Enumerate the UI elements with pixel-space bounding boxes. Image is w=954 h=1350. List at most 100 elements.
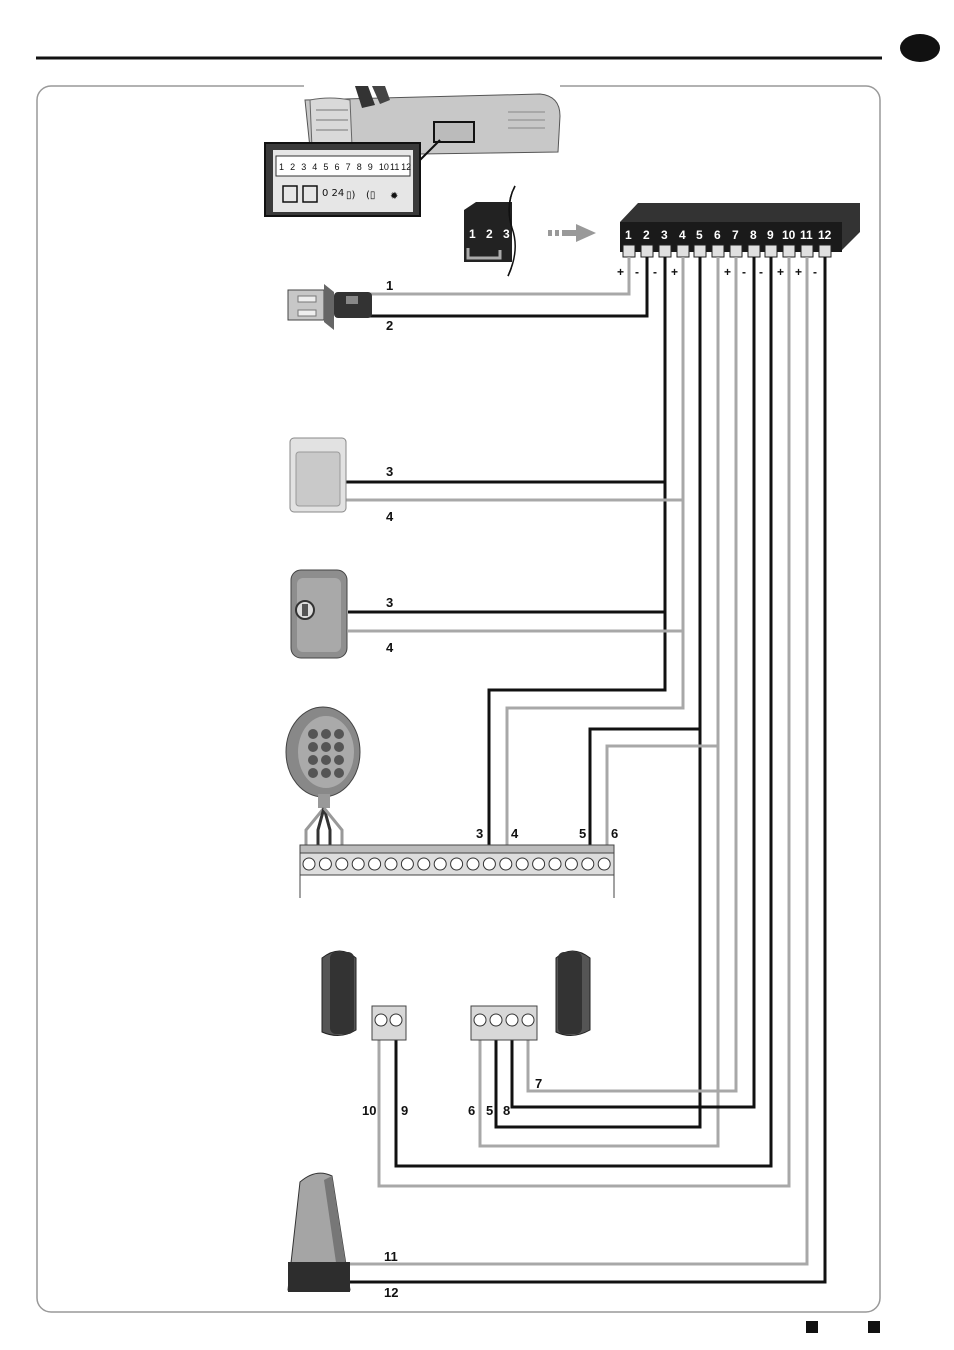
photocell-rx-terminal (471, 1006, 537, 1040)
motor-terminal-number: 6 (335, 162, 340, 172)
wire-label: 8 (503, 1103, 510, 1118)
motor-terminal-number: 5 (323, 162, 328, 172)
antenna-device (288, 284, 372, 330)
connector-plug: 1 2 3 (464, 186, 532, 280)
block-terminal-number: 8 (750, 228, 757, 242)
wire (496, 257, 700, 1127)
photocell-rx-icon: (▯ (366, 190, 375, 201)
strip-screw (418, 858, 430, 870)
terminal-screw (765, 245, 777, 257)
polarity-mark: - (635, 265, 639, 279)
motor-terminal-number: 7 (346, 162, 351, 172)
plug-number: 1 (469, 227, 476, 241)
terminal-screw (641, 245, 653, 257)
keypad-key (334, 742, 344, 752)
polarity-mark: - (742, 265, 746, 279)
keypad-key (321, 768, 331, 778)
keypad-key (334, 768, 344, 778)
wire-label: 11 (384, 1249, 398, 1264)
motor-terminal-number: 11 (390, 162, 399, 172)
terminal-screw (694, 245, 706, 257)
polarity-mark: + (617, 265, 624, 279)
wire-label: 6 (611, 826, 618, 841)
plug-number: 3 (503, 227, 510, 241)
polarity-mark: + (671, 265, 678, 279)
block-terminal-number: 10 (782, 228, 796, 242)
receiver-terminal-strip (300, 845, 614, 898)
wire (489, 257, 665, 846)
keypad-key (321, 729, 331, 739)
polarity-mark: + (777, 265, 784, 279)
wire-label: 2 (386, 318, 393, 333)
keypad-key (321, 742, 331, 752)
wires (346, 257, 825, 1282)
photocell-tx-terminal (372, 1006, 406, 1040)
terminal-screw (748, 245, 760, 257)
page-badge (900, 34, 940, 62)
photocell-transmitter (322, 951, 356, 1036)
motor-terminal-number: 9 (368, 162, 373, 172)
block-terminal-number: 11 (800, 228, 813, 242)
block-terminal-number: 1 (625, 228, 632, 242)
wire-label: 3 (386, 595, 393, 610)
strip-screw (467, 858, 479, 870)
wire (379, 257, 789, 1186)
strip-screw (369, 858, 381, 870)
wire-label: 7 (535, 1076, 542, 1091)
wire-label: 5 (486, 1103, 493, 1118)
terminal-screw (712, 245, 724, 257)
wire-label: 12 (384, 1285, 398, 1300)
strip-screw (598, 858, 610, 870)
terminal-screw (801, 245, 813, 257)
wire (507, 257, 683, 846)
motor-terminal-number: 8 (357, 162, 362, 172)
strip-screw (451, 858, 463, 870)
strip-screw (385, 858, 397, 870)
motor-terminal-number: 1 (279, 162, 284, 172)
power-24v-icon: 0 24 (322, 188, 344, 199)
motor-terminal-number: 12 (401, 162, 411, 172)
wire-label: 4 (386, 509, 394, 524)
motor-terminal-number: 10 (379, 162, 389, 172)
block-terminal-number: 9 (767, 228, 774, 242)
keypad-key (308, 768, 318, 778)
keypad-key (308, 755, 318, 765)
wire (350, 257, 807, 1264)
photocell-receiver (556, 951, 590, 1036)
strip-screw (401, 858, 413, 870)
wire-label: 6 (468, 1103, 475, 1118)
wire-label: 4 (511, 826, 519, 841)
motor-terminal-number: 3 (301, 162, 306, 172)
block-terminal-number: 5 (696, 228, 703, 242)
wire-label: 3 (476, 826, 483, 841)
strip-screw (516, 858, 528, 870)
block-terminal-number: 6 (714, 228, 721, 242)
photocell-tx-icon: ▯) (346, 190, 356, 201)
motor-terminal-number: 4 (312, 162, 317, 172)
keypad-device (286, 707, 360, 845)
strip-screw (303, 858, 315, 870)
terminal-screw (819, 245, 831, 257)
block-terminal-number: 7 (732, 228, 739, 242)
block-terminal-number: 3 (661, 228, 668, 242)
keypad-key (334, 755, 344, 765)
footer-marker (806, 1321, 818, 1333)
keypad-key (308, 729, 318, 739)
terminal-screw (677, 245, 689, 257)
polarity-mark: - (759, 265, 763, 279)
wire-label: 10 (362, 1103, 376, 1118)
terminal-screw (623, 245, 635, 257)
polarity-mark: - (813, 265, 817, 279)
plug-number: 2 (486, 227, 493, 241)
keypad-key (321, 755, 331, 765)
motor-terminal-inset: 123456789101112 0 24 ▯) (▯ ✹ (265, 143, 420, 216)
footer-marker (868, 1321, 880, 1333)
strip-screw (319, 858, 331, 870)
strip-screw (565, 858, 577, 870)
wire-label: 5 (579, 826, 586, 841)
motor-terminal-number: 2 (290, 162, 295, 172)
strip-screw (434, 858, 446, 870)
lamp-icon: ✹ (390, 191, 398, 202)
polarity-mark: + (795, 265, 802, 279)
